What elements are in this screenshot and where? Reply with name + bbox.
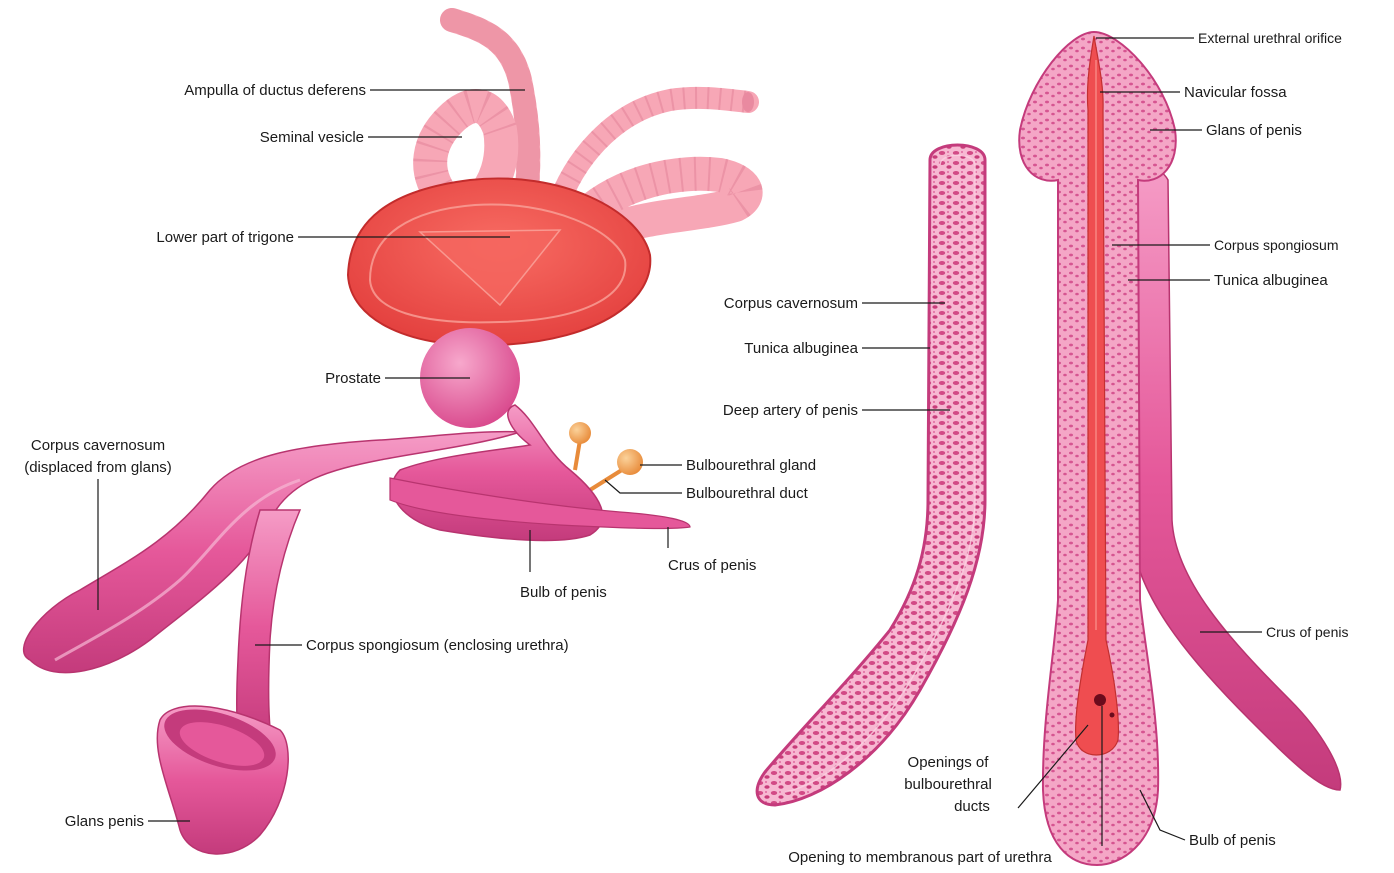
label-openings-2: bulbourethral [904,776,992,793]
label-external-urethral-orifice: External urethral orifice [1198,30,1342,46]
label-tunica-right: Tunica albuginea [1214,272,1328,289]
label-openings-3: ducts [954,798,990,815]
label-bulb-right: Bulb of penis [1189,832,1276,849]
bulbourethral-opening-large [1094,694,1106,706]
label-navicular-fossa: Navicular fossa [1184,84,1287,101]
label-bulbourethral-gland: Bulbourethral gland [686,457,816,474]
label-bulb-left: Bulb of penis [520,584,607,601]
label-corpus-cavernosum-mid: Corpus cavernosum [724,295,858,312]
label-corpus-cavernosum-left-1: Corpus cavernosum [31,437,165,454]
label-prostate: Prostate [325,370,381,387]
label-crus-right: Crus of penis [1266,624,1348,640]
label-glans-left: Glans penis [65,813,144,830]
label-crus-left: Crus of penis [668,557,756,574]
label-corpus-spongiosum-right: Corpus spongiosum [1214,237,1339,253]
label-trigone: Lower part of trigone [156,229,294,246]
label-glans-right: Glans of penis [1206,122,1302,139]
label-bulbourethral-duct: Bulbourethral duct [686,485,809,502]
corpus-cavernosum-section [757,145,985,805]
longitudinal-section [1019,32,1340,865]
label-openings-1: Openings of [908,754,990,771]
label-opening-membranous: Opening to membranous part of urethra [788,849,1052,866]
label-tunica-mid: Tunica albuginea [744,340,858,357]
label-deep-artery: Deep artery of penis [723,402,858,419]
bulbourethral-opening-small [1110,713,1115,718]
label-corpus-spongiosum-left: Corpus spongiosum (enclosing urethra) [306,637,569,654]
crus-of-penis-right-shape [1130,168,1341,790]
label-ampulla: Ampulla of ductus deferens [184,82,366,99]
label-corpus-cavernosum-left-2: (displaced from glans) [24,459,172,476]
bladder-trigone [348,178,650,345]
label-seminal-vesicle: Seminal vesicle [260,129,364,146]
